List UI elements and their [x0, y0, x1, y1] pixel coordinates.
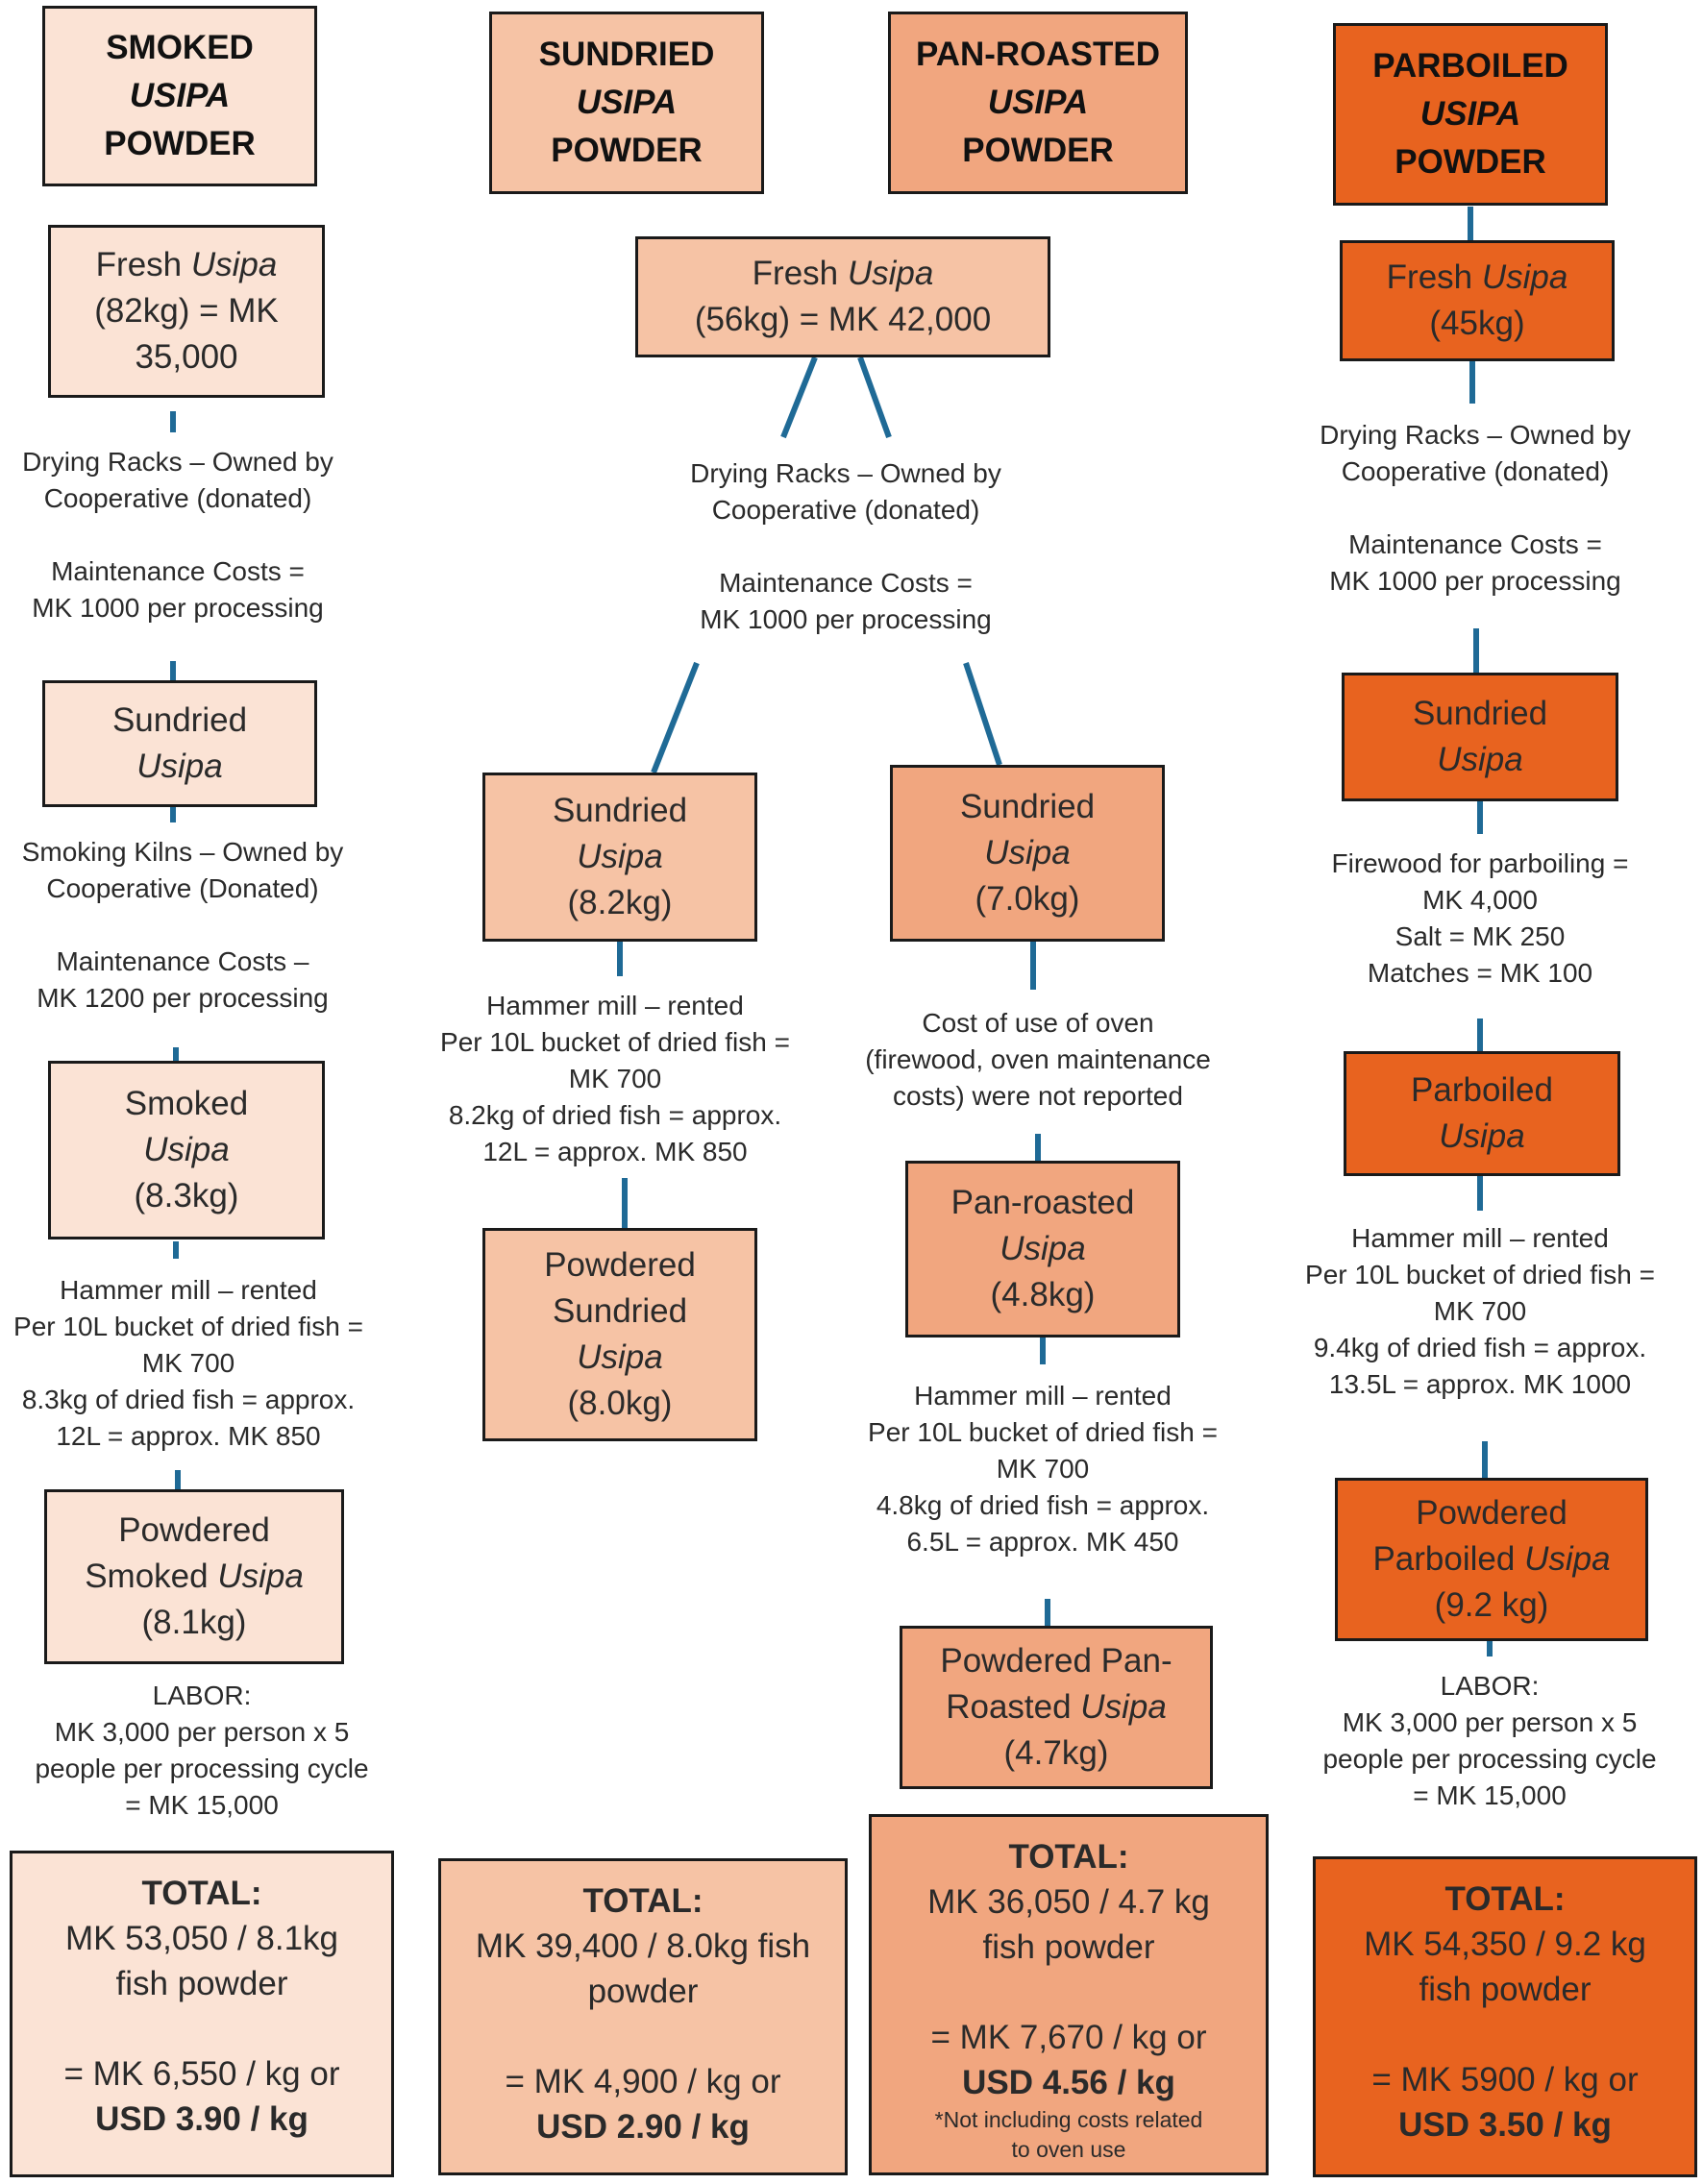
node-parboiled-sundried-usipa: Sundried Usipa	[1342, 673, 1618, 801]
node-powdered-parboiled-usipa: Powdered Parboiled Usipa (9.2 kg)	[1335, 1478, 1648, 1641]
node-sundried-usipa-8-2kg: Sundried Usipa (8.2kg)	[482, 773, 757, 942]
header-panroasted-powder: PAN-ROASTED USIPA POWDER	[888, 12, 1188, 194]
note-shared-drying-racks: Drying Racks – Owned by Cooperative (don…	[690, 458, 1001, 634]
header-smoked-powder: SMOKED USIPA POWDER	[42, 6, 317, 186]
node-smoked-sundried-usipa: Sundried Usipa	[42, 680, 317, 807]
note-smoked-labor: LABOR: MK 3,000 per person x 5 people pe…	[35, 1681, 369, 1820]
note-parboiled-hammer-mill: Hammer mill – rented Per 10L bucket of d…	[1305, 1223, 1655, 1399]
note-parboiled-firewood: Firewood for parboiling = MK 4,000 Salt …	[1331, 848, 1629, 988]
note-smoked-drying-racks: Drying Racks – Owned by Cooperative (don…	[22, 447, 333, 623]
header-sundried-powder: SUNDRIED USIPA POWDER	[489, 12, 764, 194]
node-panroasted-sundried-usipa-7kg: Sundried Usipa (7.0kg)	[890, 765, 1165, 942]
node-pan-roasted-usipa: Pan-roasted Usipa (4.8kg)	[905, 1161, 1180, 1337]
node-powdered-pan-roasted-usipa: Powdered Pan- Roasted Usipa (4.7kg)	[900, 1626, 1213, 1789]
total-sundried: TOTAL: MK 39,400 / 8.0kg fish powder = M…	[438, 1858, 848, 2175]
header-parboiled-powder: PARBOILED USIPA POWDER	[1333, 23, 1608, 206]
node-parboiled-fresh-usipa: Fresh Usipa (45kg)	[1340, 240, 1615, 361]
note-smoked-kilns: Smoking Kilns – Owned by Cooperative (Do…	[21, 837, 344, 1013]
node-parboiled-usipa: Parboiled Usipa	[1344, 1051, 1620, 1176]
note-panroasted-oven: Cost of use of oven (firewood, oven main…	[865, 1008, 1211, 1111]
note-panroasted-hammer-mill: Hammer mill – rented Per 10L bucket of d…	[868, 1381, 1218, 1557]
note-parboiled-labor: LABOR: MK 3,000 per person x 5 people pe…	[1322, 1671, 1657, 1810]
node-powdered-sundried-usipa: Powdered Sundried Usipa (8.0kg)	[482, 1228, 757, 1441]
total-smoked: TOTAL: MK 53,050 / 8.1kg fish powder = M…	[10, 1851, 394, 2177]
total-panroasted: TOTAL: MK 36,050 / 4.7 kg fish powder = …	[869, 1814, 1269, 2175]
node-smoked-usipa: Smoked Usipa (8.3kg)	[48, 1061, 325, 1239]
node-smoked-fresh-usipa: Fresh Usipa (82kg) = MK 35,000	[48, 225, 325, 398]
node-powdered-smoked-usipa: Powdered Smoked Usipa (8.1kg)	[44, 1489, 344, 1664]
note-sundried-hammer-mill: Hammer mill – rented Per 10L bucket of d…	[440, 991, 790, 1166]
node-shared-fresh-usipa: Fresh Usipa (56kg) = MK 42,000	[635, 236, 1050, 357]
note-parboiled-drying-racks: Drying Racks – Owned by Cooperative (don…	[1320, 420, 1631, 596]
note-smoked-hammer-mill: Hammer mill – rented Per 10L bucket of d…	[13, 1275, 363, 1451]
total-parboiled: TOTAL: MK 54,350 / 9.2 kg fish powder = …	[1313, 1856, 1697, 2177]
